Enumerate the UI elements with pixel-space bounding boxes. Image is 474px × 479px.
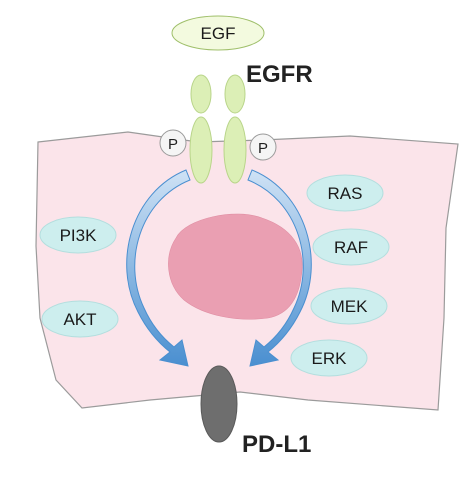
node-ras: RAS: [306, 174, 384, 212]
egfr-right-upper-domain: [224, 74, 246, 114]
node-mek: MEK: [310, 287, 388, 325]
node-erk-label: ERK: [312, 349, 348, 368]
left-signal-arrow: [126, 169, 191, 367]
phosphate-right-label: P: [258, 140, 268, 157]
phosphate-right: P: [249, 133, 277, 161]
right-signal-arrow: [247, 169, 312, 367]
node-akt-label: AKT: [63, 310, 96, 329]
phosphate-left-label: P: [168, 136, 178, 153]
pdl1-protein: [200, 365, 238, 443]
egfr-receptor: [189, 74, 247, 184]
phosphate-left: P: [159, 129, 187, 157]
node-erk: ERK: [290, 339, 368, 377]
egfr-right-lower-domain: [223, 116, 247, 184]
node-raf-label: RAF: [334, 238, 368, 257]
node-raf: RAF: [312, 228, 390, 266]
nucleus: [168, 213, 303, 320]
node-ras-label: RAS: [328, 184, 363, 203]
node-akt: AKT: [41, 300, 119, 338]
node-pi3k: PI3K: [39, 216, 117, 254]
egf-ligand: EGF: [171, 15, 265, 51]
node-mek-label: MEK: [331, 297, 369, 316]
node-pi3k-label: PI3K: [60, 226, 98, 245]
egfr-label: EGFR: [246, 61, 313, 88]
egfr-left-lower-domain: [189, 116, 213, 184]
egf-label: EGF: [201, 24, 236, 43]
egfr-left-upper-domain: [190, 74, 212, 114]
pdl1-label: PD-L1: [242, 431, 311, 458]
